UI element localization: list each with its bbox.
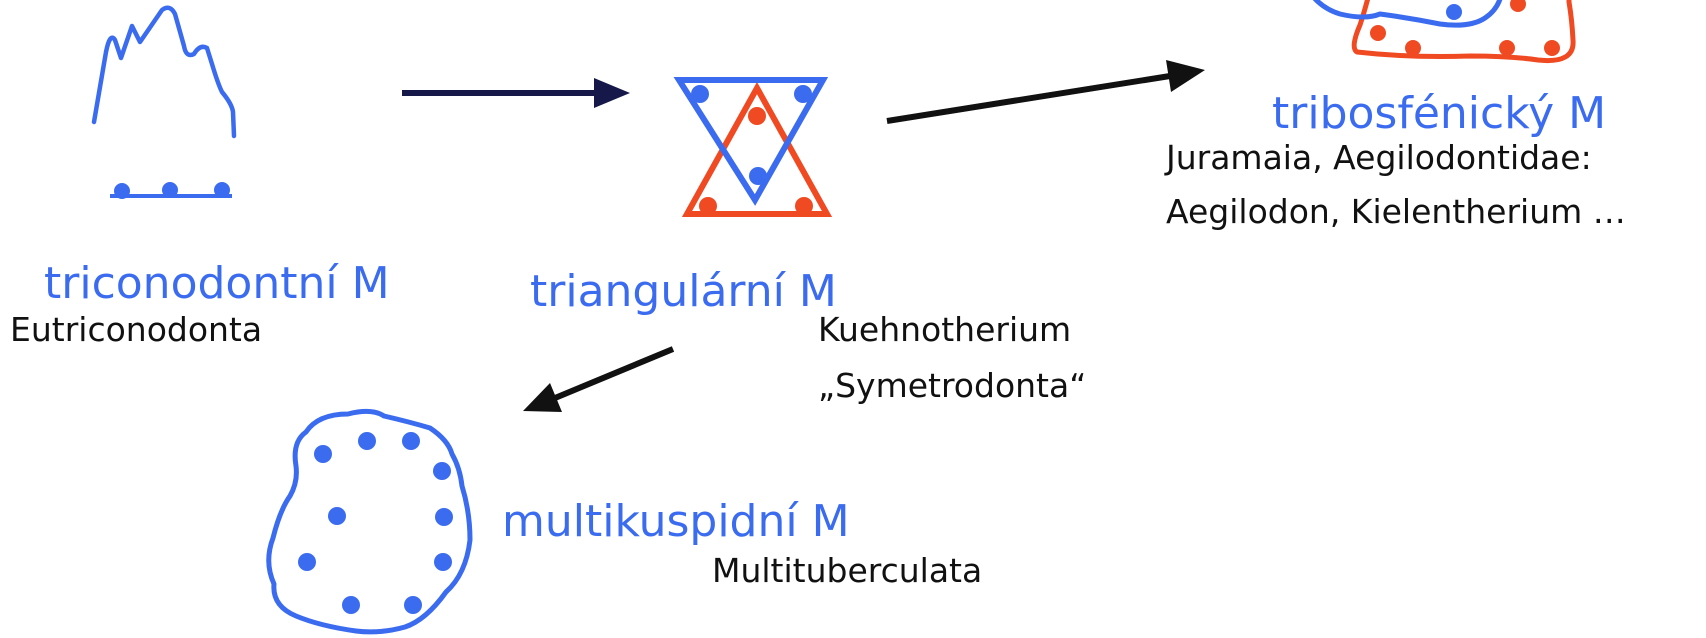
triconodont-taxon: Eutriconodonta xyxy=(10,310,263,349)
red-cusp-dot xyxy=(1544,40,1560,56)
triconodont-cusp-outline xyxy=(91,5,237,139)
blue-cusp-dot xyxy=(1446,4,1462,20)
multicuspid-cusp-dot xyxy=(358,432,376,450)
tribosphenic-molar-icon xyxy=(1312,0,1576,64)
blue-triangle xyxy=(673,77,829,206)
red-cusp-dot xyxy=(1405,40,1421,56)
triconodont-title: triconodontní M xyxy=(44,258,390,309)
multicuspid-cusp-dot xyxy=(434,553,452,571)
blue-cusp-dot xyxy=(749,167,767,185)
triconodont-cusp-dot xyxy=(162,182,178,198)
tribosphenic-title: tribosfénický M xyxy=(1272,88,1607,139)
tribosphenic-taxon: Juramaia, Aegilodontidae: xyxy=(1166,138,1592,177)
multicuspid-taxon: Multituberculata xyxy=(712,551,983,590)
arrow-triangular-to-multicuspid xyxy=(523,346,675,412)
multicuspid-outline xyxy=(266,408,473,635)
tribosphenic-taxon: Aegilodon, Kielentherium … xyxy=(1166,192,1626,231)
red-cusp-dot xyxy=(699,197,717,215)
triangular-title: triangulární M xyxy=(530,266,837,317)
triconodont-cusp-dot xyxy=(114,183,130,199)
multicuspid-cusp-dot xyxy=(314,445,332,463)
blue-cusp-dot xyxy=(691,85,709,103)
multicuspid-molar-icon xyxy=(266,408,473,635)
red-cusp-dot xyxy=(748,107,766,125)
multicuspid-cusp-dot xyxy=(435,508,453,526)
multicuspid-cusp-dot xyxy=(298,553,316,571)
arrow-triangular-to-tribosphenic xyxy=(886,60,1205,124)
red-talonid-outline xyxy=(1351,0,1576,64)
multicuspid-cusp-dot xyxy=(404,596,422,614)
multicuspid-cusp-dot xyxy=(433,462,451,480)
red-cusp-dot xyxy=(795,197,813,215)
triangular-molar-icon xyxy=(673,77,833,217)
red-cusp-dot xyxy=(1370,25,1386,41)
red-cusp-dot xyxy=(1510,0,1526,12)
triconodont-molar-icon xyxy=(91,5,237,199)
multicuspid-cusp-dot xyxy=(342,596,360,614)
triconodont-cusp-dot xyxy=(214,182,230,198)
multicuspid-title: multikuspidní M xyxy=(502,496,850,547)
triangular-taxon: „Symetrodonta“ xyxy=(818,366,1087,405)
arrow-triconodont-to-triangular xyxy=(402,78,630,108)
blue-cusp-dot xyxy=(794,85,812,103)
triangular-taxon: Kuehnotherium xyxy=(818,310,1072,349)
red-cusp-dot xyxy=(1499,40,1515,56)
blue-trigonid-outline xyxy=(1312,0,1503,28)
multicuspid-cusp-dot xyxy=(402,432,420,450)
multicuspid-cusp-dot xyxy=(328,507,346,525)
